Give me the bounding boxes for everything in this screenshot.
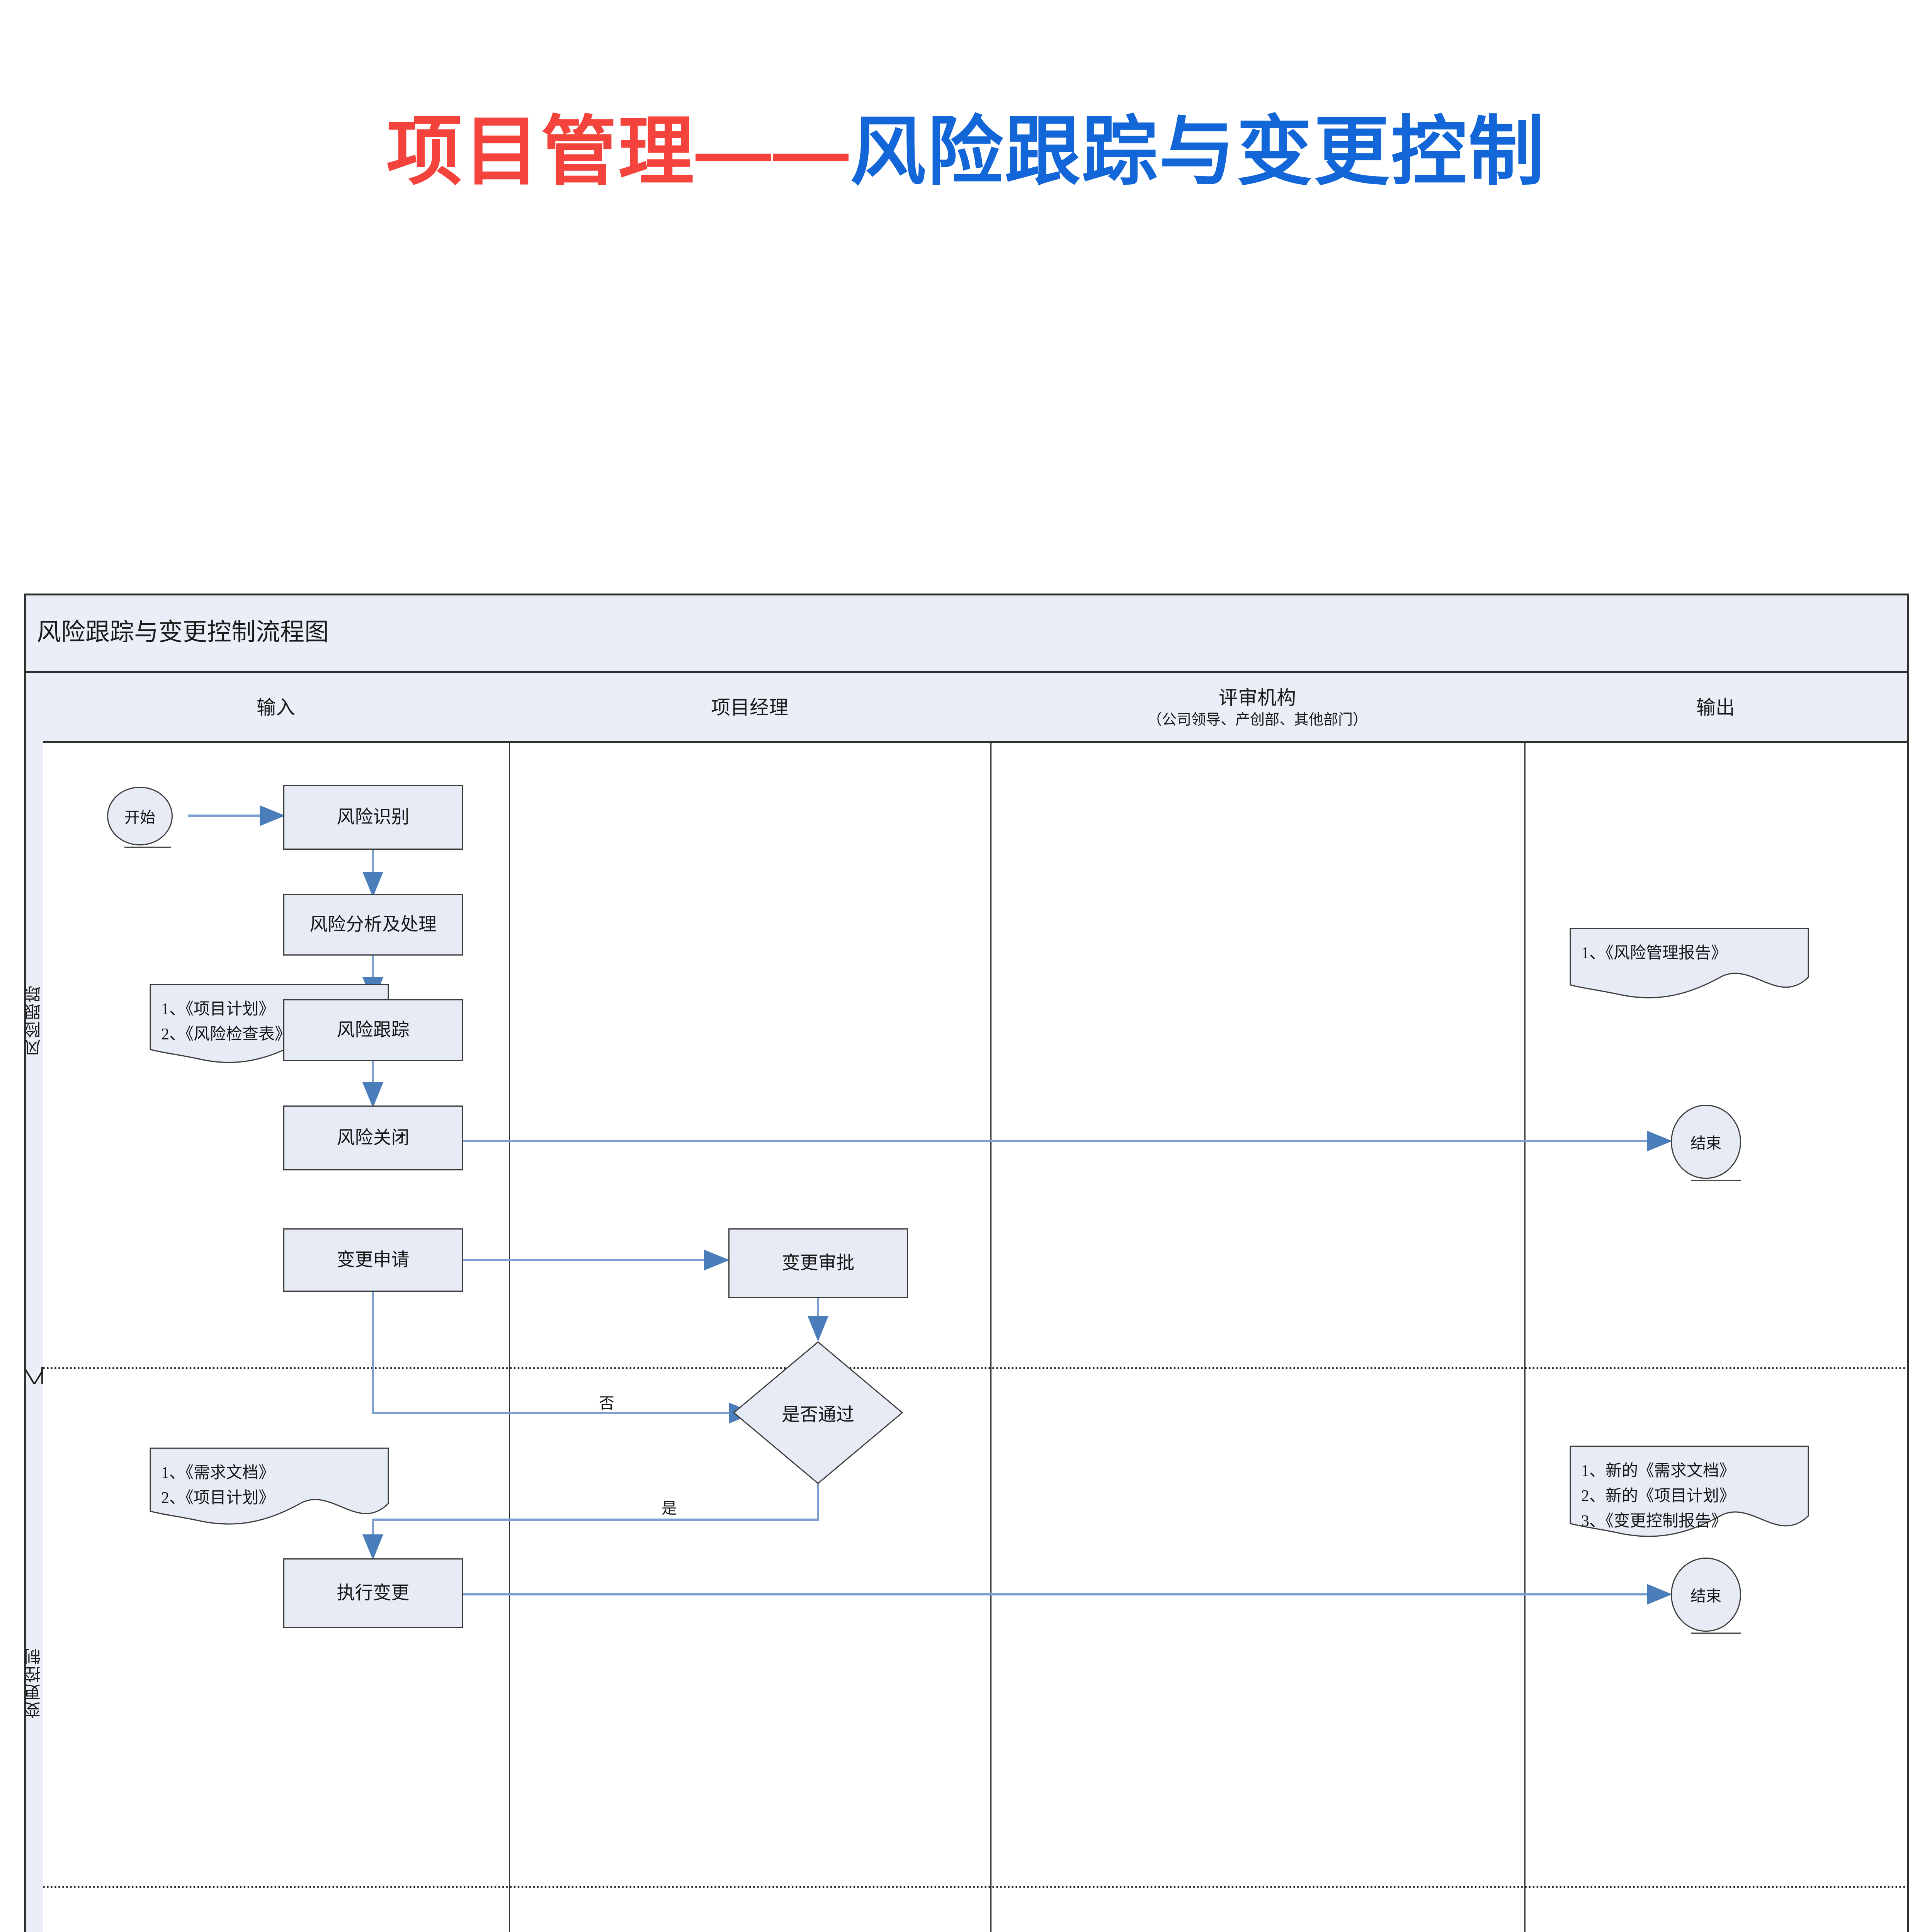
lane-separator-1 — [43, 1367, 1907, 1369]
diagram-title: 风险跟踪与变更控制流程图 — [37, 619, 329, 646]
node-change-execute[interactable]: 执行变更 — [283, 1558, 463, 1628]
column-header-input: 输入 — [43, 673, 509, 743]
node-risk-track[interactable]: 风险跟踪 — [283, 999, 463, 1061]
column-header-output-label: 输出 — [1696, 697, 1735, 719]
column-header-review-body-label: 评审机构 — [1219, 687, 1296, 709]
node-risk-identify-label: 风险识别 — [337, 807, 410, 827]
node-risk-analyze[interactable]: 风险分析及处理 — [283, 894, 463, 956]
doc-input-change-text: 1、《需求文档》 2、《项目计划》 — [161, 1461, 275, 1511]
doc-output-risk-text: 1、《风险管理报告》 — [1581, 941, 1727, 966]
column-header-review-body: 评审机构 （公司领导、产创部、其他部门） — [990, 673, 1524, 743]
doc-input-change-line-1: 1、《需求文档》 — [161, 1464, 275, 1482]
doc-output-change-line-3: 3、《变更控制报告》 — [1581, 1512, 1728, 1531]
lane-label-strip: 风险跟踪 变更控制 — [23, 673, 46, 1932]
node-change-execute-label: 执行变更 — [337, 1583, 410, 1603]
doc-input-risk-text: 1、《项目计划》 2、《风险检查表》 — [161, 997, 291, 1047]
column-divider-2 — [990, 743, 992, 1932]
node-risk-track-label: 风险跟踪 — [337, 1020, 410, 1040]
column-header-review-body-sublabel: （公司领导、产创部、其他部门） — [1147, 711, 1367, 728]
column-header-input-label: 输入 — [257, 697, 295, 719]
node-risk-analyze-label: 风险分析及处理 — [310, 914, 437, 935]
doc-output-risk-line-1: 1、《风险管理报告》 — [1581, 944, 1728, 962]
lane-tab-change-control: 变更控制 — [25, 1384, 43, 1932]
node-end-change-label: 结束 — [1690, 1587, 1721, 1605]
column-header-project-manager-label: 项目经理 — [711, 697, 788, 719]
doc-output-change[interactable]: 1、新的《需求文档》 2、新的《项目计划》 3、《变更控制报告》 — [1570, 1446, 1809, 1542]
node-end-risk-shadow — [1691, 1180, 1741, 1181]
node-change-approve-label: 变更审批 — [782, 1253, 855, 1273]
doc-output-change-text: 1、新的《需求文档》 2、新的《项目计划》 3、《变更控制报告》 — [1581, 1459, 1735, 1534]
doc-input-change-line-2: 2、《项目计划》 — [161, 1489, 275, 1507]
doc-output-change-line-1: 1、新的《需求文档》 — [1581, 1462, 1736, 1480]
page-title-blue: 风险跟踪与变更控制 — [850, 109, 1546, 194]
node-change-request-label: 变更申请 — [337, 1250, 410, 1270]
edge-label-no: 否 — [599, 1395, 614, 1412]
node-start-risk-label: 开始 — [124, 809, 155, 826]
doc-output-risk[interactable]: 1、《风险管理报告》 — [1570, 928, 1809, 1001]
doc-input-risk-line-1: 1、《项目计划》 — [161, 1000, 275, 1018]
node-end-risk[interactable]: 结束 — [1671, 1105, 1741, 1179]
column-divider-1 — [509, 743, 510, 1932]
lane-separator-2 — [43, 1886, 1907, 1888]
doc-output-change-line-2: 2、新的《项目计划》 — [1581, 1487, 1736, 1505]
column-header-project-manager: 项目经理 — [509, 673, 990, 743]
node-decision-pass[interactable]: 是否通过 — [732, 1340, 904, 1485]
diagram-title-band: 风险跟踪与变更控制流程图 — [26, 595, 1907, 673]
edge-label-yes: 是 — [662, 1500, 677, 1517]
node-change-request[interactable]: 变更申请 — [283, 1228, 463, 1292]
node-end-change[interactable]: 结束 — [1671, 1558, 1741, 1632]
column-header-band: 输入 项目经理 评审机构 （公司领导、产创部、其他部门） 输出 — [43, 673, 1907, 743]
lane-label-change-control: 变更控制 — [25, 1647, 43, 1718]
column-header-output: 输出 — [1524, 673, 1907, 743]
node-decision-pass-label: 是否通过 — [782, 1405, 854, 1425]
node-risk-identify[interactable]: 风险识别 — [283, 785, 463, 850]
doc-input-risk-line-2: 2、《风险检查表》 — [161, 1026, 291, 1044]
page-title: 项目管理——风险跟踪与变更控制 — [0, 112, 1932, 192]
node-change-approve[interactable]: 变更审批 — [728, 1228, 908, 1298]
lane-chevron-risk-tracking — [23, 1366, 46, 1386]
node-start-risk[interactable]: 开始 — [107, 787, 173, 845]
node-risk-close[interactable]: 风险关闭 — [283, 1105, 463, 1170]
doc-input-change[interactable]: 1、《需求文档》 2、《项目计划》 — [150, 1447, 389, 1527]
node-risk-close-label: 风险关闭 — [337, 1128, 410, 1148]
column-divider-3 — [1524, 743, 1526, 1932]
node-start-risk-shadow — [124, 847, 171, 848]
node-end-risk-label: 结束 — [1690, 1134, 1721, 1152]
lane-tab-risk-tracking: 风险跟踪 — [25, 673, 43, 1367]
node-end-change-shadow — [1691, 1633, 1741, 1634]
swimlane-diagram: 风险跟踪与变更控制流程图 风险跟踪 变更控制 — [23, 594, 1909, 1932]
lane-label-risk-tracking: 风险跟踪 — [25, 984, 43, 1056]
page-title-red: 项目管理—— — [386, 109, 850, 194]
